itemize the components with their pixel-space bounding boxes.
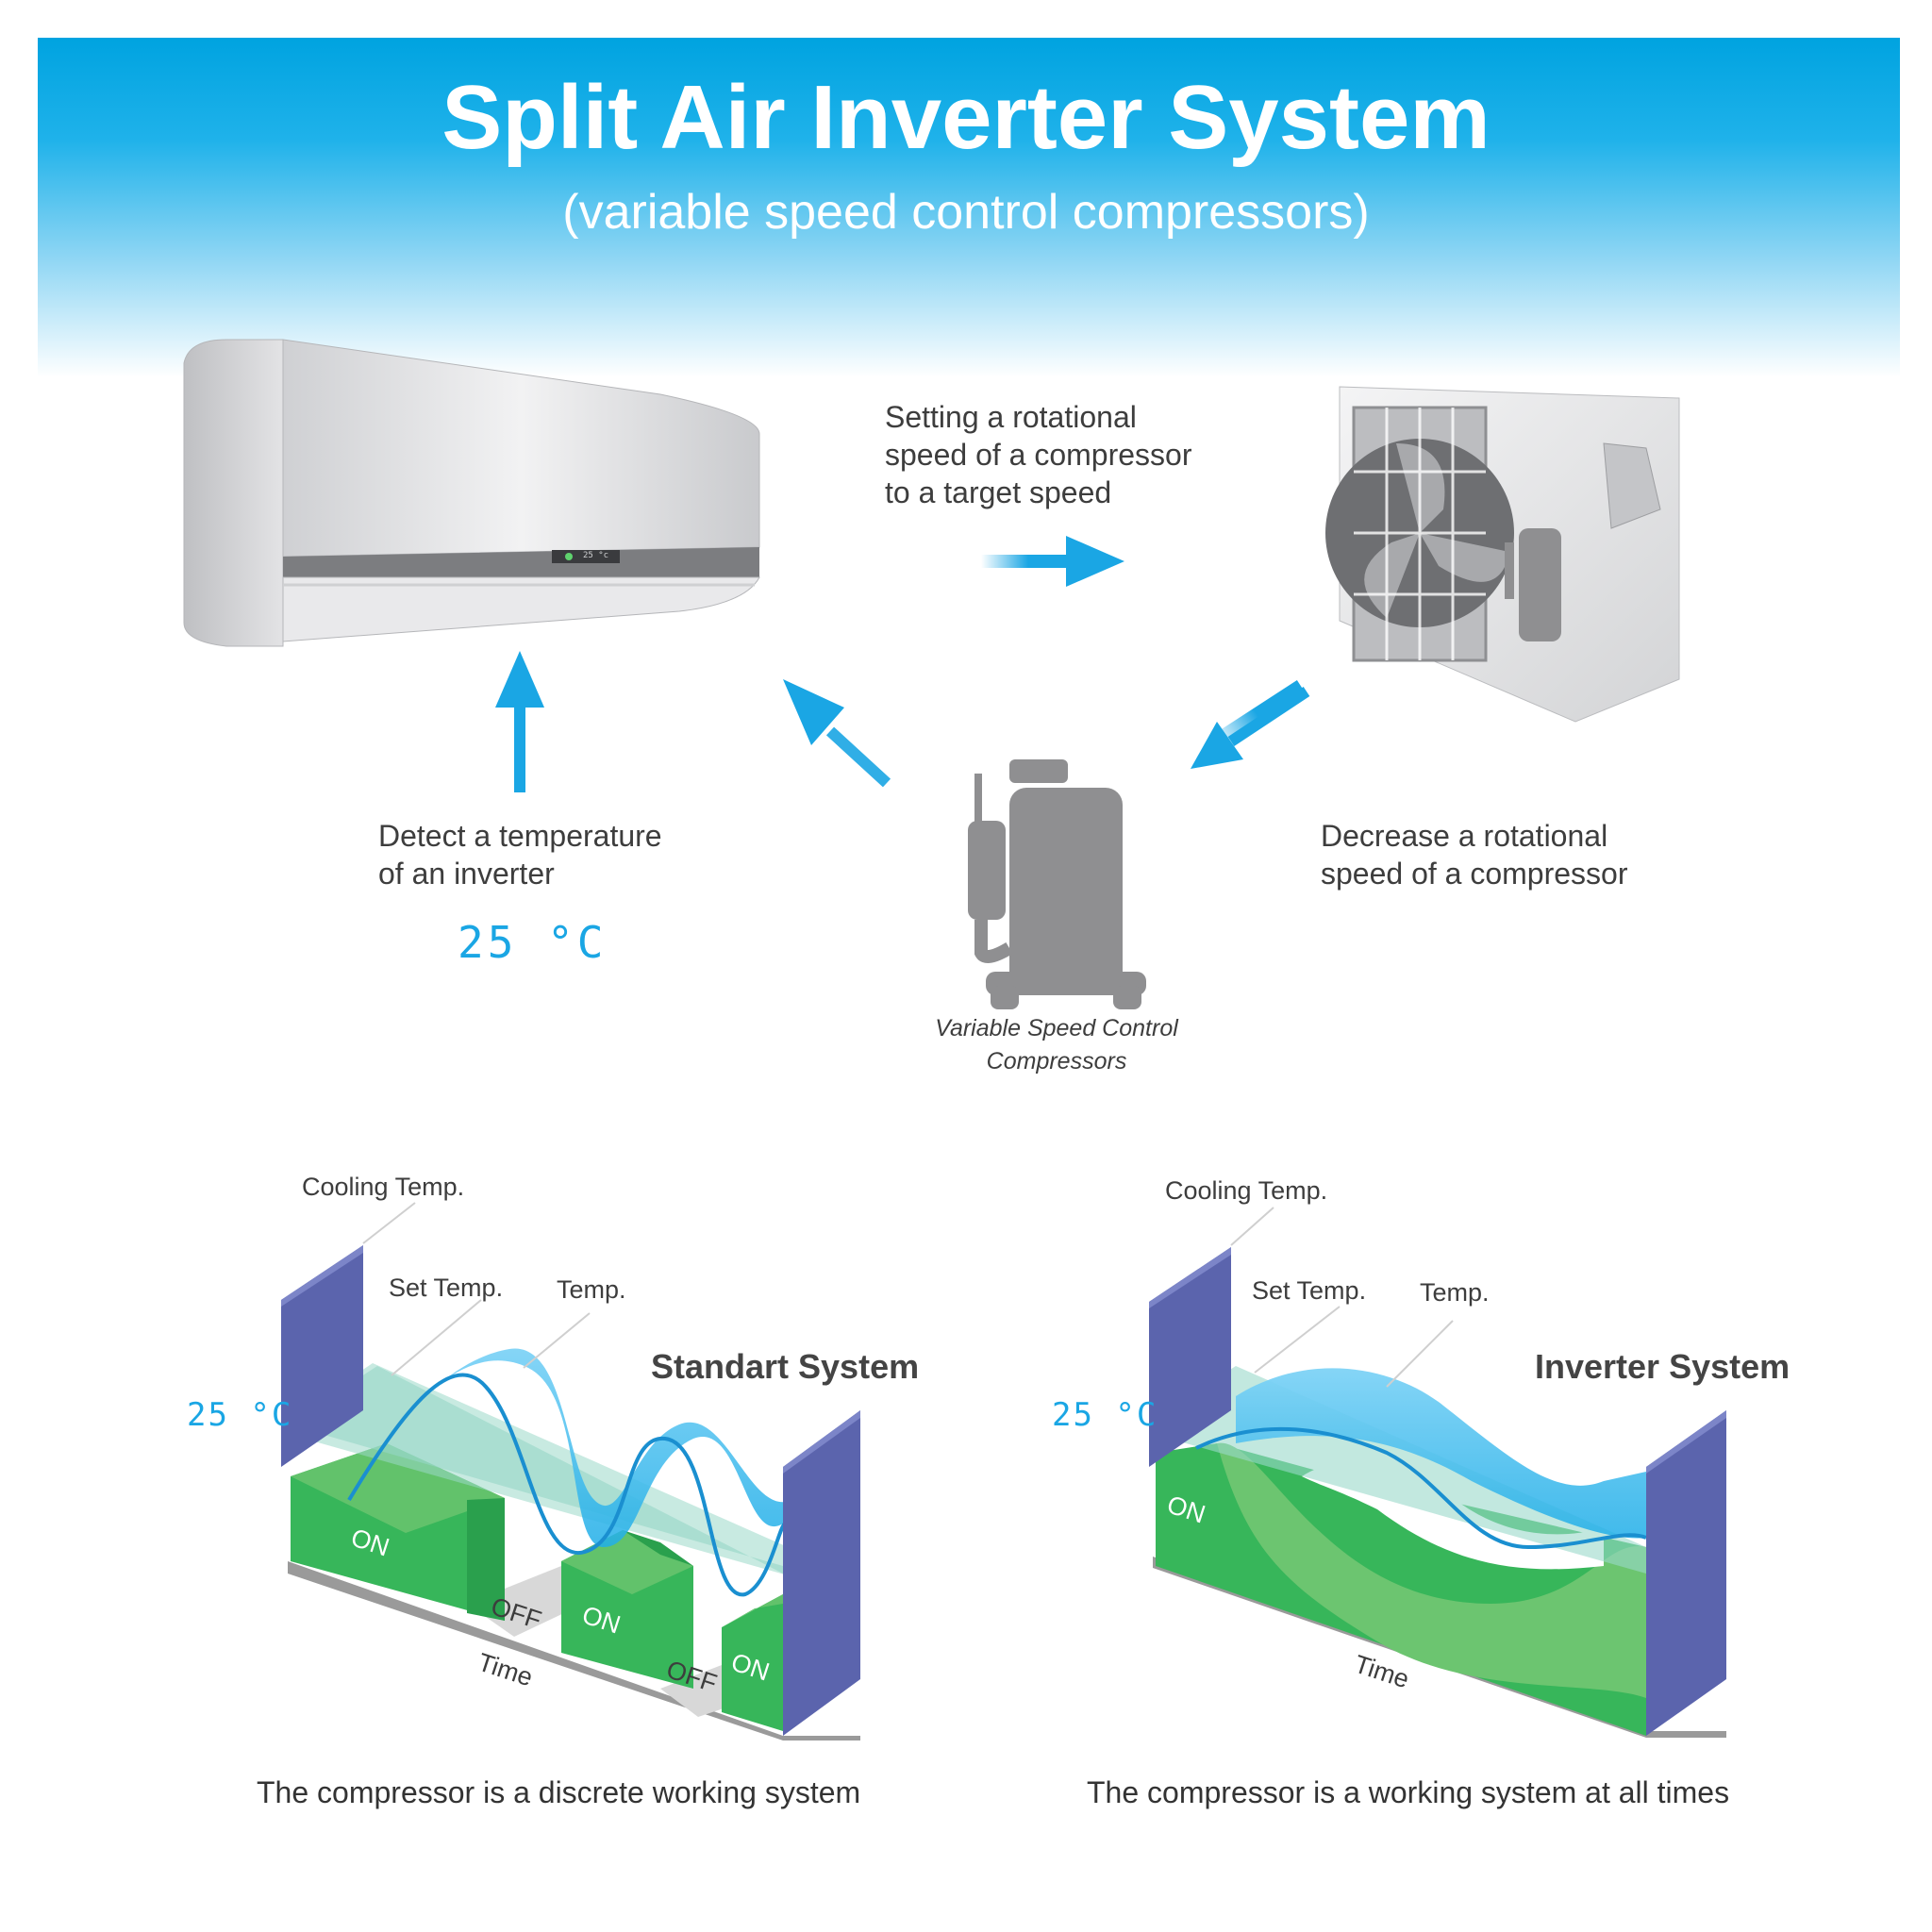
indoor-ac-unit	[183, 339, 760, 647]
step-detect-line-1: Detect a temperature	[378, 819, 662, 853]
compressor-caption-line-2: Compressors	[986, 1048, 1127, 1074]
compressor-caption-line-1: Variable Speed Control	[935, 1015, 1178, 1041]
inverter-temp-readout: 25 °C	[1052, 1396, 1158, 1434]
step-set-speed-line-1: Setting a rotational	[885, 400, 1137, 434]
temperature-readout: 25 °C	[458, 917, 608, 968]
step-detect-temp-text: Detect a temperature of an inverter	[378, 817, 662, 892]
standard-cooling-temp-label: Cooling Temp.	[302, 1173, 465, 1201]
standard-set-temp-label: Set Temp.	[389, 1274, 504, 1302]
arrow-right	[981, 536, 1124, 587]
outdoor-ac-unit	[1325, 386, 1680, 723]
inverter-caption: The compressor is a working system at al…	[1087, 1775, 1730, 1809]
standard-temp-label: Temp.	[557, 1275, 626, 1304]
step-set-speed-line-3: to a target speed	[885, 475, 1112, 509]
page-title: Split Air Inverter System	[441, 67, 1491, 168]
arrow-up	[495, 651, 544, 792]
compressor-caption: Variable Speed Control Compressors	[906, 1012, 1208, 1078]
standard-system-chart	[281, 1202, 860, 1740]
step-detect-line-2: of an inverter	[378, 857, 555, 891]
inverter-set-temp-label: Set Temp.	[1252, 1276, 1367, 1305]
standard-temp-readout: 25 °C	[187, 1396, 293, 1434]
step-decrease-line-1: Decrease a rotational	[1321, 819, 1608, 853]
indoor-unit-display: 25 °c	[583, 551, 609, 560]
arrow-up-left	[783, 679, 891, 788]
step-decrease-line-2: speed of a compressor	[1321, 857, 1628, 891]
arrow-down-left	[1209, 680, 1305, 748]
compressor-illustration	[968, 759, 1146, 1009]
inverter-system-chart	[1149, 1207, 1726, 1738]
arrow-down-left-head	[1191, 686, 1310, 769]
page-subtitle: (variable speed control compressors)	[562, 185, 1370, 240]
step-set-speed-text: Setting a rotational speed of a compress…	[885, 398, 1192, 511]
standard-system-title: Standart System	[651, 1347, 920, 1386]
header-banner	[38, 38, 1900, 377]
inverter-cooling-temp-label: Cooling Temp.	[1165, 1176, 1328, 1205]
inverter-temp-label: Temp.	[1420, 1278, 1490, 1307]
step-set-speed-line-2: speed of a compressor	[885, 438, 1192, 472]
inverter-system-title: Inverter System	[1535, 1347, 1790, 1386]
standard-caption: The compressor is a discrete working sys…	[257, 1775, 861, 1809]
step-decrease-speed-text: Decrease a rotational speed of a compres…	[1321, 817, 1628, 892]
